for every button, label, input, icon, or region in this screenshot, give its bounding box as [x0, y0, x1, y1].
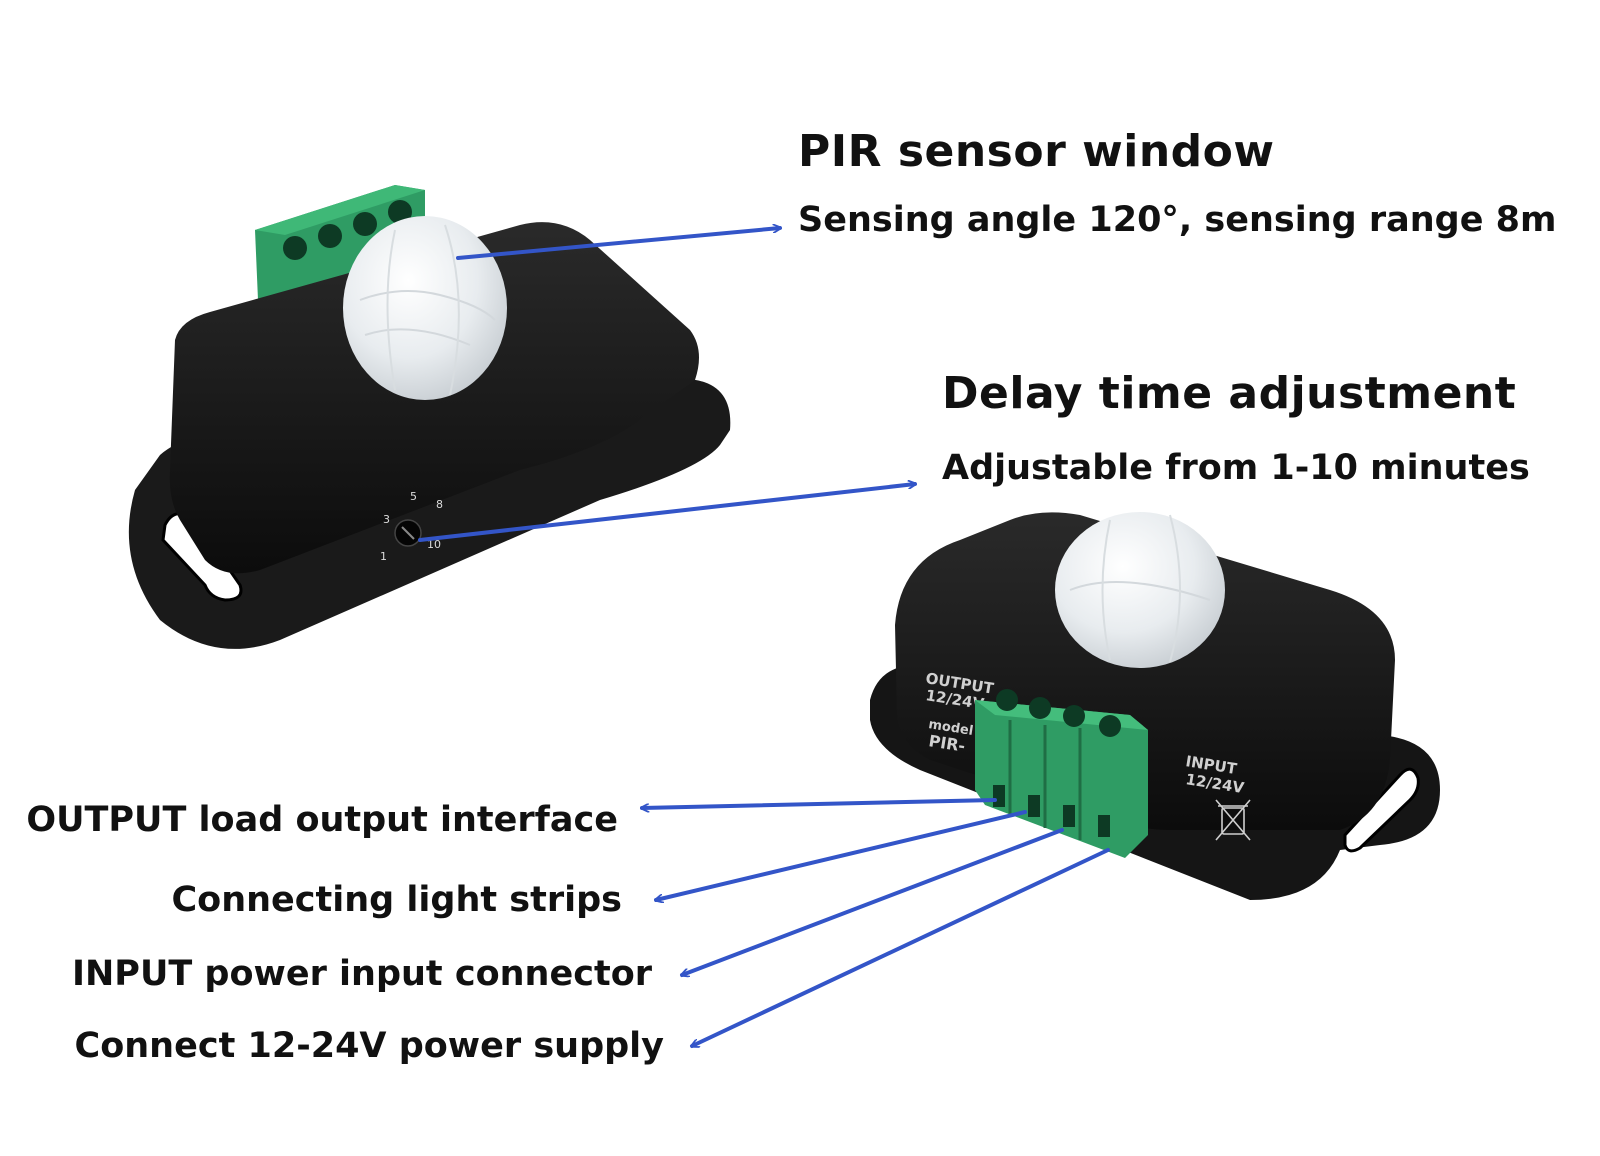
model-label: model	[927, 717, 974, 739]
arrow-pir	[456, 228, 780, 260]
light-strips-label: Connecting light strips	[171, 880, 622, 920]
dial-number-1: 1	[380, 550, 387, 563]
pir-dome-top	[343, 216, 507, 400]
output-load-label: OUTPUT load output interface	[26, 800, 618, 840]
terminal-block-bottom	[975, 689, 1148, 858]
arrow-input	[682, 828, 1064, 975]
sensor-device-top: 1 3 5 8 10	[128, 185, 731, 649]
dial-number-3: 3	[383, 513, 390, 526]
arrow-delay	[418, 484, 915, 542]
sensor-device-bottom: OUTPUT 12/24V model PIR- INPUT 12/24V	[870, 512, 1440, 900]
delay-dial: 1 3 5 8 10	[380, 490, 443, 563]
dial-number-8: 8	[436, 498, 443, 511]
arrow-power-supply	[692, 848, 1110, 1048]
panel-markings: OUTPUT 12/24V model PIR- INPUT 12/24V	[924, 669, 1245, 797]
pir-subtitle: Sensing angle 120°, sensing range 8m	[798, 200, 1557, 240]
dial-number-5: 5	[410, 490, 417, 503]
recycle-bin-icon	[1215, 799, 1251, 841]
arrow-output	[640, 798, 997, 808]
input-power-label: INPUT power input connector	[71, 954, 652, 994]
pir-dome-bottom	[1055, 512, 1225, 668]
pir-title: PIR sensor window	[798, 126, 1275, 177]
mounting-slot-bottom	[1343, 767, 1420, 853]
power-supply-label: Connect 12-24V power supply	[74, 1026, 664, 1066]
delay-subtitle: Adjustable from 1-10 minutes	[942, 448, 1530, 488]
delay-title: Delay time adjustment	[942, 368, 1517, 419]
terminal-block-top	[255, 185, 425, 305]
arrow-light-strips	[656, 810, 1027, 900]
callout-arrows	[418, 228, 1110, 1048]
dial-number-10: 10	[427, 538, 441, 551]
